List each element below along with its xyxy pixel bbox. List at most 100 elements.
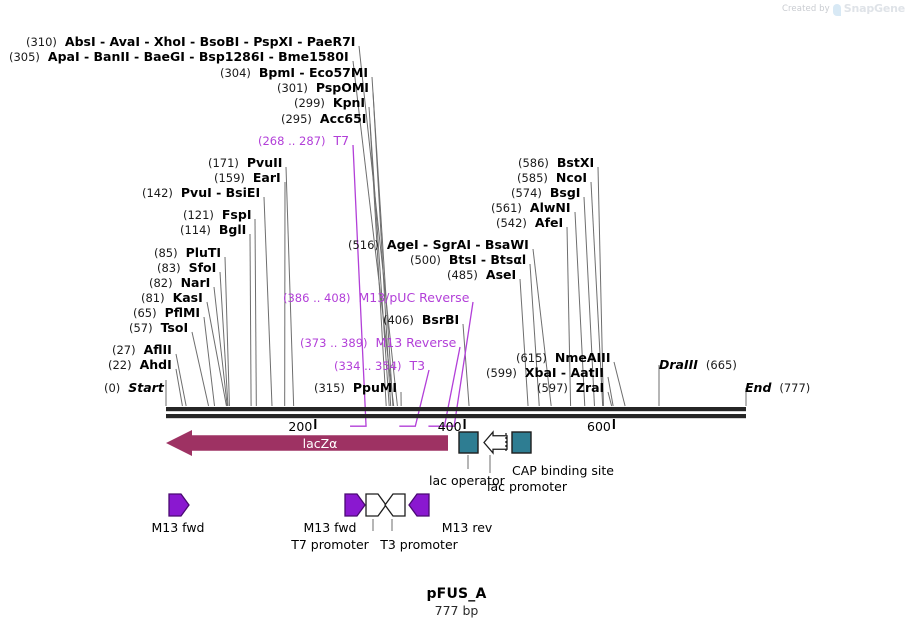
- enzyme-name: PpuMI: [352, 380, 397, 395]
- primer-arrow-t3-promoter[interactable]: [384, 493, 406, 517]
- enzyme-name: ApaI: [47, 49, 80, 64]
- enzyme-label-pvui[interactable]: (142) PvuI - BsiEI: [142, 185, 260, 201]
- enzyme-position: (500): [410, 253, 441, 267]
- enzyme-position: (295): [281, 112, 312, 126]
- enzyme-label-eari[interactable]: (159) EarI: [214, 170, 281, 186]
- primer-label-t7-promoter[interactable]: T7 promoter: [291, 537, 369, 552]
- enzyme-label-absi[interactable]: (310) AbsI - AvaI - XhoI - BsoBI - PspXI…: [26, 34, 355, 50]
- enzyme-position: (615): [516, 351, 547, 365]
- feature-label-lac-promoter[interactable]: lac promoter: [487, 479, 567, 494]
- enzyme-position: (586): [518, 156, 549, 170]
- primer-arrow-m13-rev[interactable]: [408, 493, 430, 517]
- feature-label-lac-operator[interactable]: lac operator: [429, 473, 505, 488]
- feature-box-lac-operator[interactable]: [458, 431, 479, 454]
- enzyme-name: PvuI: [180, 185, 212, 200]
- enzyme-name: BsaWI: [484, 237, 529, 252]
- enzyme-position: (386 .. 408): [283, 291, 351, 305]
- terminus-label-start[interactable]: (0) Start: [104, 380, 164, 396]
- watermark-brand-text: SnapGene: [843, 2, 905, 15]
- enzyme-label-acc65i[interactable]: (295) Acc65I: [281, 111, 366, 127]
- terminus-position: (665): [705, 358, 737, 372]
- terminus-label-end[interactable]: End (777): [745, 380, 810, 396]
- terminus-position: (0): [104, 381, 121, 395]
- primer-label-t3-promoter[interactable]: T3 promoter: [380, 537, 458, 552]
- enzyme-name: AfeI: [534, 215, 564, 230]
- enzyme-label-sfoi[interactable]: (83) SfoI: [157, 260, 216, 276]
- enzyme-name-separator: -: [239, 34, 254, 49]
- enzyme-label-bstxi[interactable]: (586) BstXI: [518, 155, 594, 171]
- feature-arrow-lacz-[interactable]: [166, 430, 448, 456]
- enzyme-label-ncoi[interactable]: (585) NcoI: [517, 170, 587, 186]
- enzyme-label-tsoi[interactable]: (57) TsoI: [129, 320, 188, 336]
- enzyme-label-fspi[interactable]: (121) FspI: [183, 207, 251, 223]
- enzyme-label-bgli[interactable]: (114) BglI: [180, 222, 246, 238]
- enzyme-label-m13-reverse[interactable]: (373 .. 389) M13 Reverse: [300, 335, 456, 351]
- enzyme-label-bsrbi[interactable]: (406) BsrBI: [383, 312, 459, 328]
- watermark-created-by-text: Created by: [781, 3, 830, 14]
- enzyme-name: BaeGI: [143, 49, 185, 64]
- enzyme-name-separator: -: [95, 34, 110, 49]
- primer-glyphs-group: [168, 493, 430, 517]
- enzyme-name: AatII: [570, 365, 604, 380]
- enzyme-label-m13-puc-reverse[interactable]: (386 .. 408) M13/pUC Reverse: [283, 290, 469, 306]
- enzyme-label-t7[interactable]: (268 .. 287) T7: [258, 133, 349, 149]
- primer-arrow-t7-promoter[interactable]: [365, 493, 387, 517]
- enzyme-label-pvuii[interactable]: (171) PvuII: [208, 155, 282, 171]
- enzyme-name: PflMI: [164, 305, 201, 320]
- enzyme-label-nmeaiii[interactable]: (615) NmeAIII: [516, 350, 610, 366]
- enzyme-label-pspomi[interactable]: (301) PspOMI: [277, 80, 369, 96]
- primer-label-m13-rev[interactable]: M13 rev: [441, 520, 493, 535]
- enzyme-label-ahdi[interactable]: (22) AhdI: [108, 357, 172, 373]
- enzyme-position: (334 .. 354): [334, 359, 402, 373]
- enzyme-label-alwni[interactable]: (561) AlwNI: [491, 200, 571, 216]
- enzyme-position: (315): [314, 381, 345, 395]
- enzyme-position: (301): [277, 81, 308, 95]
- terminus-name: End: [745, 380, 772, 395]
- enzyme-position: (310): [26, 35, 57, 49]
- feature-arrow-label-lacz-: lacZα: [303, 436, 338, 451]
- ruler-tick-label: 600: [587, 419, 611, 434]
- enzyme-name: SgrAI: [432, 237, 472, 252]
- enzyme-label-afei[interactable]: (542) AfeI: [496, 215, 563, 231]
- enzyme-label-pluti[interactable]: (85) PluTI: [154, 245, 221, 261]
- enzyme-label-kpni[interactable]: (299) KpnI: [294, 95, 365, 111]
- enzyme-name: EarI: [252, 170, 281, 185]
- primer-label-m13-fwd[interactable]: M13 fwd: [151, 520, 205, 535]
- enzyme-label-agei[interactable]: (516) AgeI - SgrAI - BsaWI: [348, 237, 529, 253]
- primer-label-m13-fwd--mcs-[interactable]: M13 fwd: [303, 520, 357, 535]
- enzyme-position: (599): [486, 366, 517, 380]
- enzyme-label-zrai[interactable]: (597) ZraI: [537, 380, 604, 396]
- terminus-name: DraIII: [659, 357, 698, 372]
- enzyme-name-separator: -: [139, 34, 154, 49]
- enzyme-label-asei[interactable]: (485) AseI: [447, 267, 516, 283]
- enzyme-label-apai[interactable]: (305) ApaI - BanII - BaeGI - Bsp1286I - …: [9, 49, 349, 65]
- enzyme-position: (65): [133, 306, 157, 320]
- primer-arrow-m13-fwd--mcs-[interactable]: [344, 493, 366, 517]
- enzyme-label-bsgi[interactable]: (574) BsgI: [511, 185, 580, 201]
- feature-label-cap-binding-site[interactable]: CAP binding site: [512, 463, 614, 478]
- enzyme-position: (304): [220, 66, 251, 80]
- enzyme-label-t3[interactable]: (334 .. 354) T3: [334, 358, 425, 374]
- enzyme-label-pflmi[interactable]: (65) PflMI: [133, 305, 200, 321]
- feature-promoter-lac-promoter[interactable]: [483, 430, 508, 455]
- enzyme-name: Acc65I: [319, 111, 367, 126]
- enzyme-name: PvuII: [246, 155, 283, 170]
- enzyme-label-ppumi[interactable]: (315) PpuMI: [314, 380, 397, 396]
- enzyme-label-xbai[interactable]: (599) XbaI - AatII: [486, 365, 604, 381]
- enzyme-label-kasi[interactable]: (81) KasI: [141, 290, 203, 306]
- enzyme-label-bpmi[interactable]: (304) BpmI - Eco57MI: [220, 65, 368, 81]
- primer-arrow-m13-fwd[interactable]: [168, 493, 190, 517]
- enzyme-position: (485): [447, 268, 478, 282]
- enzyme-name: FspI: [221, 207, 252, 222]
- enzyme-label-btsi[interactable]: (500) BtsI - Btsαl: [410, 252, 526, 268]
- feature-box-cap-binding-site[interactable]: [511, 431, 532, 454]
- enzyme-position: (373 .. 389): [300, 336, 368, 350]
- ruler-tick-label: 400: [437, 419, 462, 434]
- enzyme-name: BsgI: [549, 185, 581, 200]
- terminus-label-draiii[interactable]: DraIII (665): [659, 357, 737, 373]
- enzyme-name-separator: -: [476, 252, 491, 267]
- enzyme-label-aflii[interactable]: (27) AflII: [112, 342, 172, 358]
- enzyme-label-nari[interactable]: (82) NarI: [149, 275, 210, 291]
- enzyme-position: (597): [537, 381, 568, 395]
- enzyme-position: (159): [214, 171, 245, 185]
